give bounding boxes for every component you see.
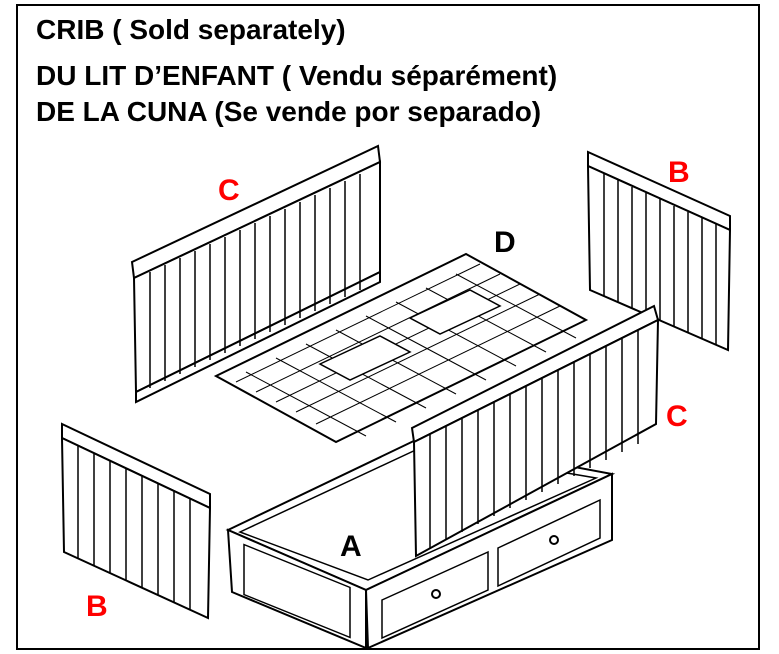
label-d-center: D bbox=[494, 226, 516, 259]
panel-c-right bbox=[410, 304, 660, 558]
title-french: DU LIT D’ENFANT ( Vendu séparément) bbox=[36, 60, 558, 91]
title-spanish: DE LA CUNA (Se vende por separado) bbox=[36, 96, 542, 127]
panel-b-top bbox=[586, 150, 732, 352]
label-b-bottom: B bbox=[86, 590, 108, 623]
panel-b-bottom bbox=[60, 422, 212, 620]
panel-c-top bbox=[130, 144, 382, 404]
title-english: CRIB ( Sold separately) bbox=[36, 14, 346, 45]
label-b-top: B bbox=[668, 156, 690, 189]
mattress-support-d bbox=[213, 252, 589, 444]
label-a-drawer: A bbox=[340, 530, 362, 563]
label-c-top: C bbox=[218, 174, 240, 207]
label-c-right: C bbox=[666, 400, 688, 433]
